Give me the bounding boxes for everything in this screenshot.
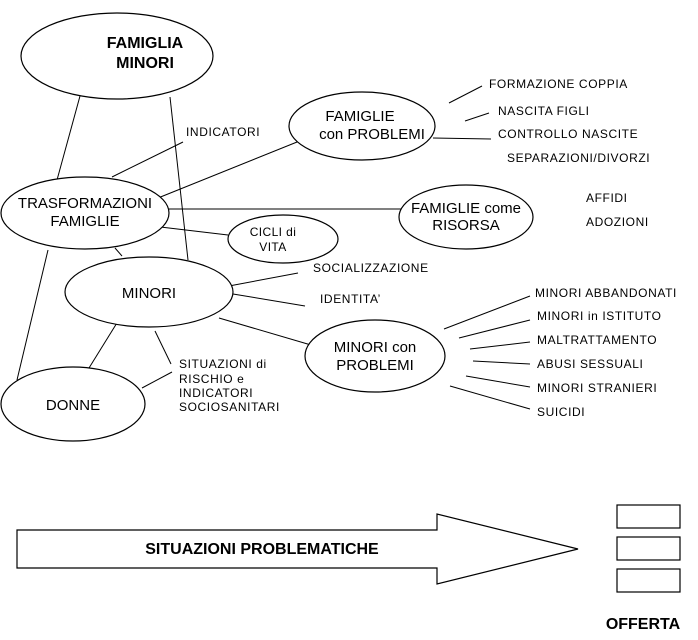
label-situazioni-rischio-4: SOCIOSANITARI — [179, 400, 280, 414]
label-separazioni: SEPARAZIONI/DIVORZI — [507, 151, 650, 165]
label-abusi-sessuali: ABUSI SESSUALI — [537, 357, 643, 371]
label-minori-abbandonati: MINORI ABBANDONATI — [535, 286, 677, 300]
node-minori-problemi-ellipse — [304, 319, 446, 393]
label-controllo-nascite: CONTROLLO NASCITE — [498, 127, 638, 141]
node-famiglie-risorsa-line1: FAMIGLIE come — [411, 200, 521, 217]
situazioni-problematiche-label: SITUAZIONI PROBLEMATICHE — [145, 541, 379, 558]
line-minori-socializzazione — [228, 272, 299, 287]
node-cicli-vita-ellipse — [227, 214, 339, 264]
label-situazioni-rischio-1: SITUAZIONI di — [179, 357, 267, 371]
situazioni-problematiche-arrow — [16, 513, 579, 585]
line-minori-donne-1 — [88, 317, 121, 369]
node-famiglie-problemi-line1: FAMIGLIE — [325, 108, 394, 125]
node-cicli-vita-line1: CICLI di — [250, 225, 297, 239]
label-suicidi: SUICIDI — [537, 405, 585, 419]
offerta-box-1 — [616, 504, 681, 529]
line-minori-minori-problemi — [218, 317, 312, 346]
line-fp-formazione — [448, 85, 483, 104]
offerta-box-3 — [616, 568, 681, 593]
line-fp-controllo — [432, 137, 492, 140]
node-donne-label: DONNE — [46, 397, 100, 414]
label-formazione-coppia: FORMAZIONE COPPIA — [489, 77, 628, 91]
line-trasformazioni-cicli — [151, 225, 229, 236]
label-maltrattamento: MALTRATTAMENTO — [537, 333, 657, 347]
line-minori-donne-2 — [154, 330, 172, 365]
label-affidi: AFFIDI — [586, 191, 628, 205]
line-famiglia-minori — [169, 96, 189, 261]
label-situazioni-rischio-3: INDICATORI — [179, 386, 253, 400]
node-trasformazioni-line2: FAMIGLIE — [50, 213, 119, 230]
line-trasformazioni-famiglie-problemi — [157, 137, 308, 199]
label-minori-stranieri: MINORI STRANIERI — [537, 381, 657, 395]
node-famiglie-risorsa-ellipse — [398, 184, 534, 250]
node-minori-label: MINORI — [122, 285, 176, 302]
node-famiglia-minori-line2: MINORI — [116, 55, 174, 72]
label-situazioni-rischio-2: RISCHIO e — [179, 372, 244, 386]
label-adozioni: ADOZIONI — [586, 215, 649, 229]
node-famiglie-problemi-ellipse — [288, 91, 436, 161]
offerta-box-2 — [616, 536, 681, 561]
line-mp-maltrattamento — [469, 341, 531, 350]
node-famiglie-risorsa-line2: RISORSA — [432, 217, 500, 234]
node-famiglia-minori-line1: FAMIGLIA — [107, 35, 184, 52]
line-mp-abusi — [472, 360, 531, 365]
node-minori-problemi-line1: MINORI con — [334, 339, 417, 356]
line-mp-suicidi — [449, 385, 531, 410]
node-famiglia-minori-ellipse — [20, 12, 214, 100]
label-identita: IDENTITA’ — [320, 292, 381, 306]
line-trasformazioni-indicatori — [111, 141, 184, 178]
node-trasformazioni-line1: TRASFORMAZIONI — [18, 195, 152, 212]
connector-lines — [16, 85, 531, 410]
line-mp-stranieri — [465, 375, 531, 388]
line-famiglia-trasformazioni — [56, 95, 81, 181]
label-indicatori: INDICATORI — [186, 125, 260, 139]
offerta-label: OFFERTA — [606, 616, 681, 633]
line-mp-istituto — [458, 319, 531, 339]
node-trasformazioni-ellipse — [0, 176, 170, 250]
label-nascita-figli: NASCITA FIGLI — [498, 104, 590, 118]
line-fp-nascita — [464, 112, 490, 122]
label-socializzazione: SOCIALIZZAZIONE — [313, 261, 429, 275]
node-donne-ellipse — [0, 366, 146, 442]
node-minori-ellipse — [64, 256, 234, 328]
line-trasformazioni-donne — [16, 249, 49, 381]
line-mp-abbandonati — [443, 295, 531, 330]
node-cicli-vita-line2: VITA — [259, 240, 286, 254]
node-minori-problemi-line2: PROBLEMI — [336, 357, 414, 374]
node-famiglie-problemi-line2: con PROBLEMI — [319, 126, 425, 143]
line-trasformazioni-minori — [114, 247, 123, 257]
line-minori-identita — [232, 293, 306, 307]
line-donne-situazioni — [141, 371, 173, 389]
label-minori-istituto: MINORI in ISTITUTO — [537, 309, 662, 323]
